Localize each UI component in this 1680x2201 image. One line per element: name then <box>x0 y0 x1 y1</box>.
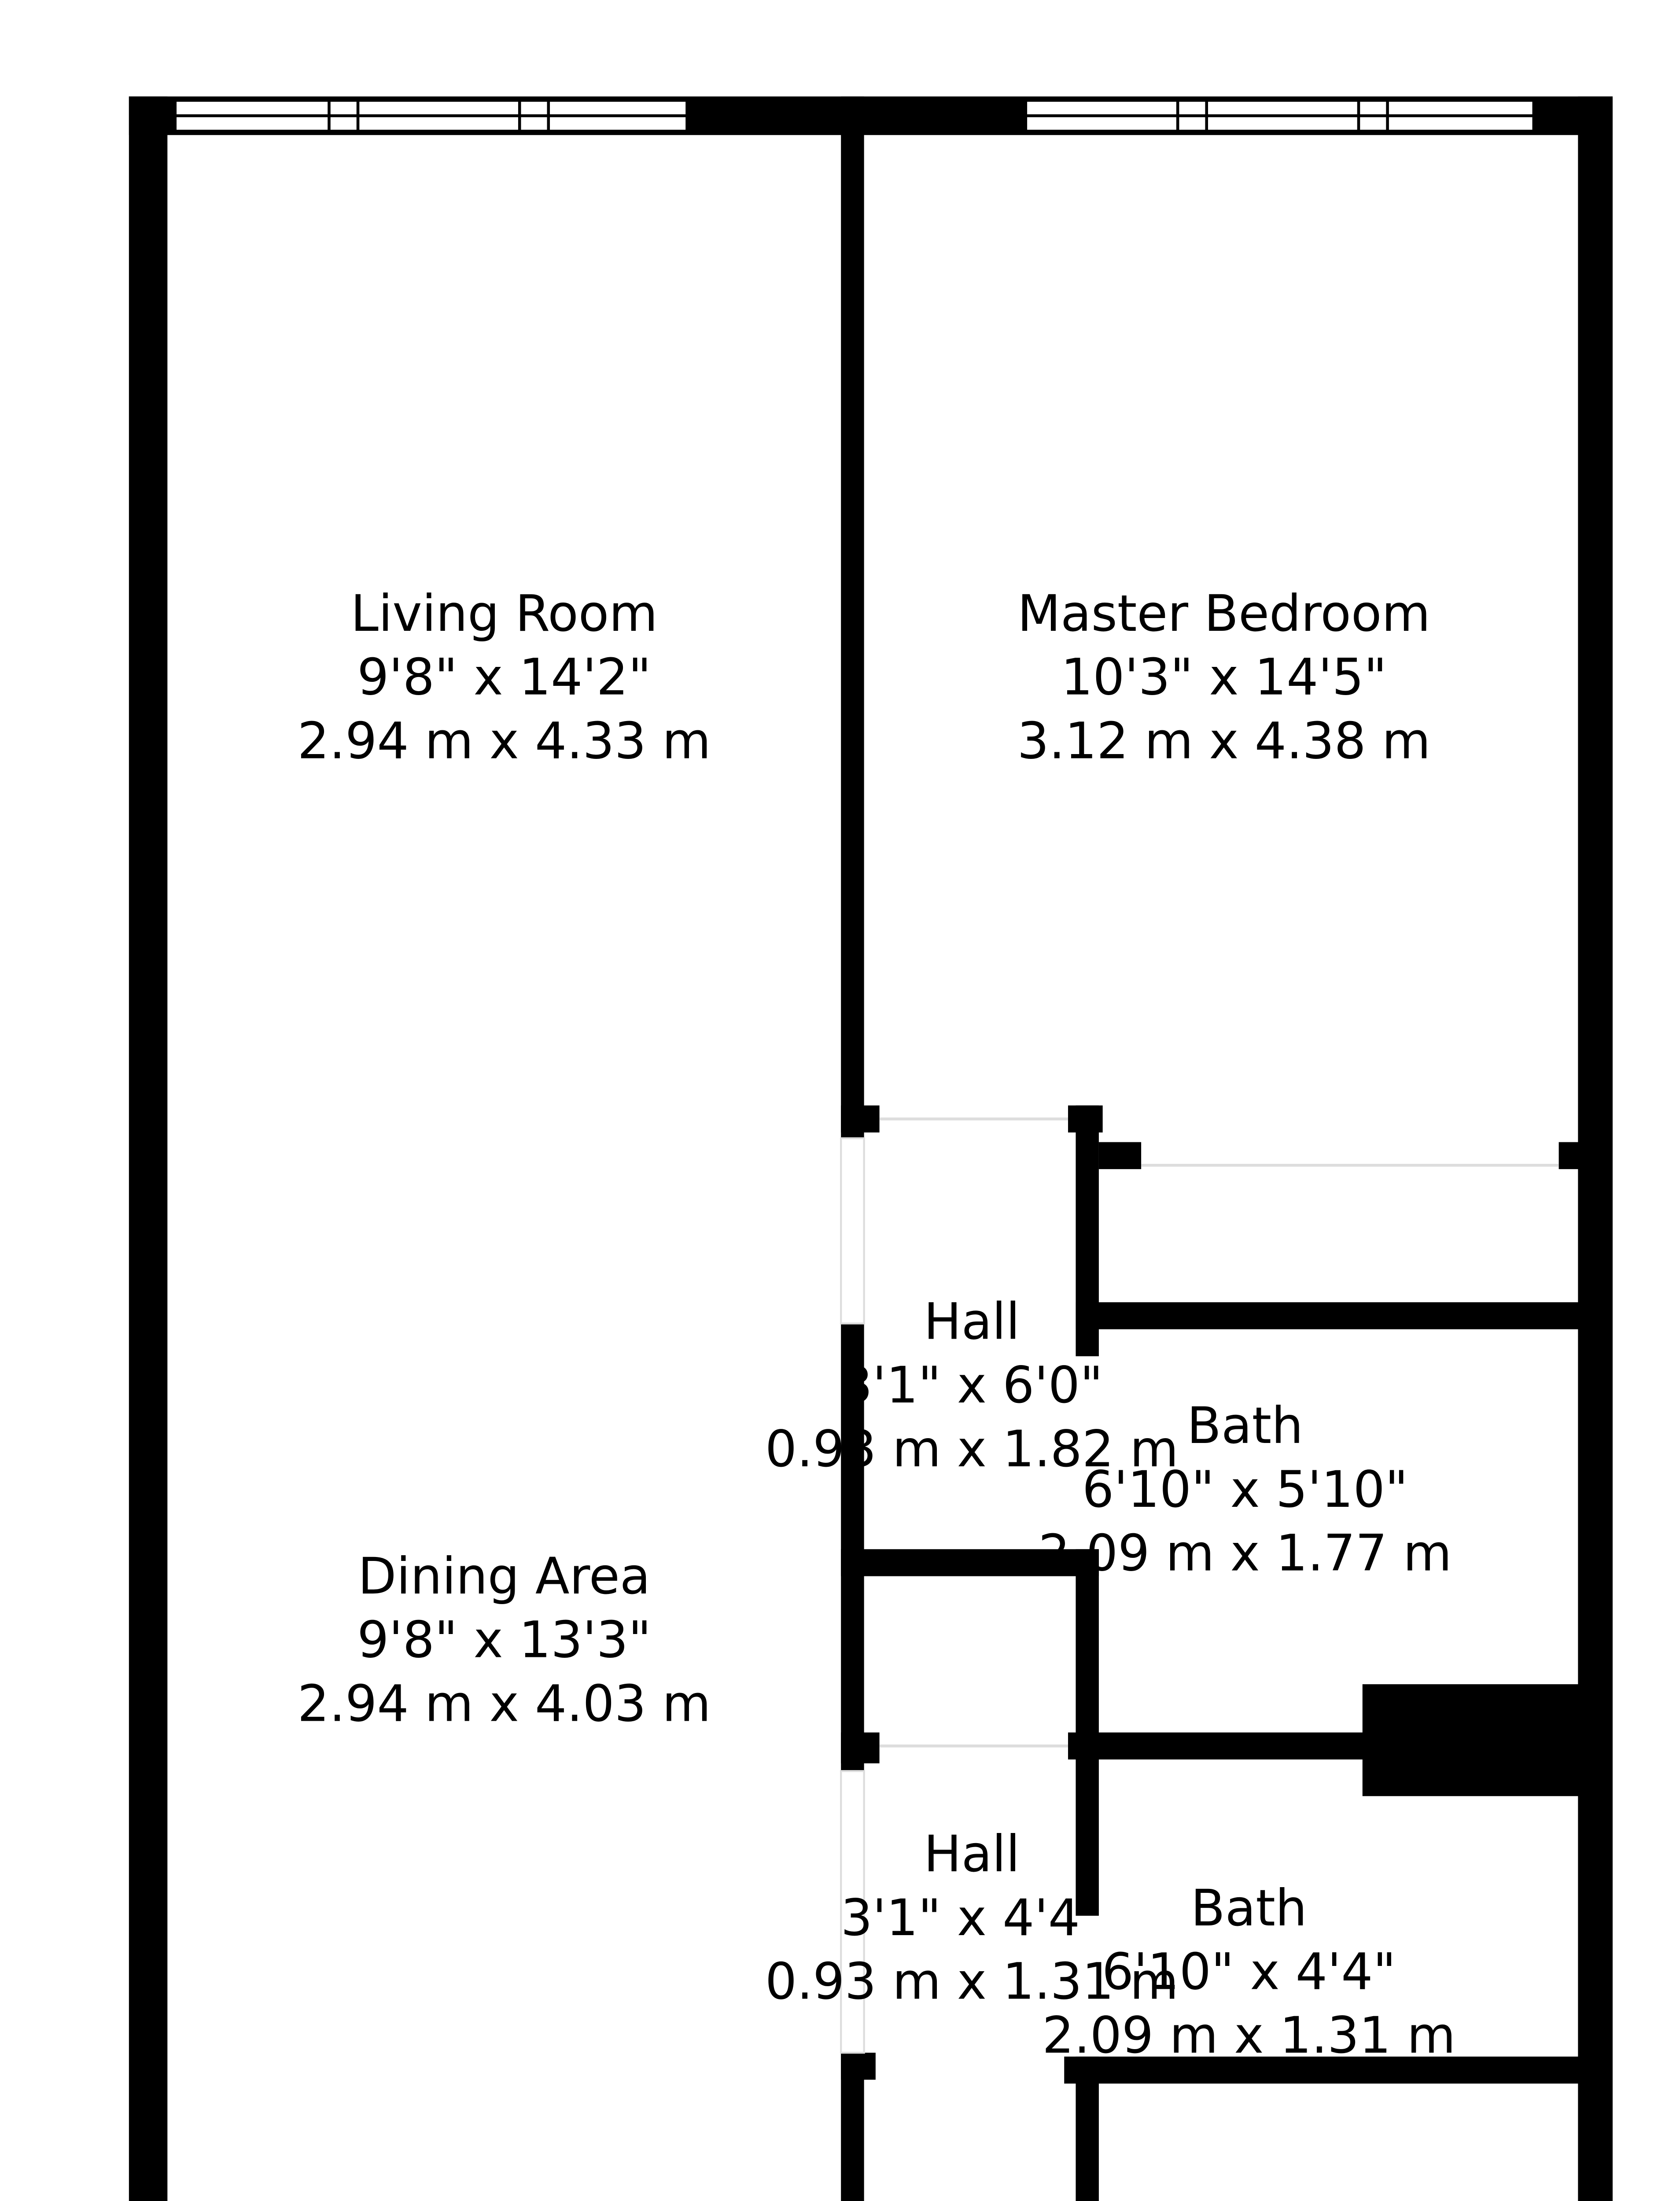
svg-text:3.12 m x 4.38 m: 3.12 m x 4.38 m <box>1017 711 1430 770</box>
svg-text:6'10" x 5'10": 6'10" x 5'10" <box>1082 1460 1408 1519</box>
svg-text:9'8" x 13'3": 9'8" x 13'3" <box>357 1611 651 1669</box>
svg-text:Hall: Hall <box>924 1825 1020 1883</box>
room-label-dining-area: Dining Area 9'8" x 13'3" 2.94 m x 4.03 m <box>298 1547 711 1733</box>
svg-text:Living Room: Living Room <box>350 584 658 643</box>
room-label-hall-upper: Hall 3'1" x 6'0" 0.93 m x 1.82 m <box>765 1292 1179 1478</box>
svg-text:2.94 m x 4.03 m: 2.94 m x 4.03 m <box>298 1674 711 1733</box>
closet-doors <box>879 1117 1559 1748</box>
svg-text:0.93 m x 1.31 m: 0.93 m x 1.31 m <box>765 1952 1179 2010</box>
svg-text:Hall: Hall <box>924 1292 1020 1351</box>
svg-text:Bath: Bath <box>1187 1396 1303 1455</box>
svg-text:6'10" x 4'4": 6'10" x 4'4" <box>1102 1942 1396 2001</box>
svg-text:Bath: Bath <box>1191 1879 1307 1937</box>
svg-text:2.09 m x 1.77 m: 2.09 m x 1.77 m <box>1039 1524 1452 1582</box>
svg-text:10'3" x 14'5": 10'3" x 14'5" <box>1061 648 1387 707</box>
windows <box>173 99 1536 133</box>
room-label-bath-upper: Bath 6'10" x 5'10" 2.09 m x 1.77 m <box>1039 1396 1452 1582</box>
window-living-room <box>173 99 689 133</box>
svg-text:9'8" x 14'2": 9'8" x 14'2" <box>357 648 651 707</box>
svg-text:2.94 m x 4.33 m: 2.94 m x 4.33 m <box>298 711 711 770</box>
svg-text:3'1" x 6'0": 3'1" x 6'0" <box>841 1356 1103 1414</box>
svg-text:Master Bedroom: Master Bedroom <box>1017 584 1430 643</box>
room-label-hall-lower: Hall 3'1" x 4'4" 0.93 m x 1.31 m <box>765 1825 1179 2010</box>
door-openings <box>840 1137 865 2054</box>
svg-text:0.93 m x 1.82 m: 0.93 m x 1.82 m <box>765 1420 1179 1478</box>
room-label-master-bedroom: Master Bedroom 10'3" x 14'5" 3.12 m x 4.… <box>1017 584 1430 770</box>
window-master-bedroom <box>1024 99 1536 133</box>
room-label-living-room: Living Room 9'8" x 14'2" 2.94 m x 4.33 m <box>298 584 711 770</box>
svg-text:2.09 m x 1.31 m: 2.09 m x 1.31 m <box>1042 2006 1455 2065</box>
svg-text:Dining Area: Dining Area <box>358 1547 650 1605</box>
svg-text:3'1" x 4'4": 3'1" x 4'4" <box>841 1888 1103 1947</box>
room-label-bath-lower: Bath 6'10" x 4'4" 2.09 m x 1.31 m <box>1042 1879 1455 2065</box>
